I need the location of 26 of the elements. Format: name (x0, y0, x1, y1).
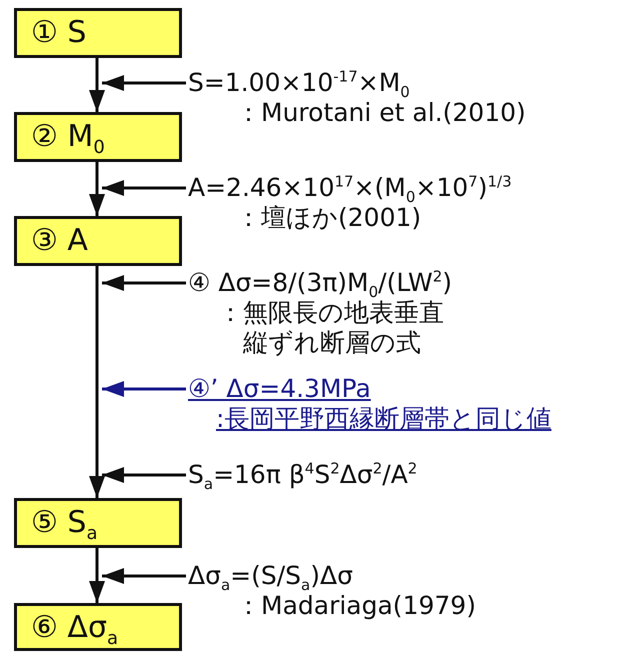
arrow (102, 568, 186, 584)
note-text: ：Madariaga(1979) (236, 591, 476, 621)
formula-text: S$_{a}$=16π β$^{4}$S$^{2}$Δσ$^{2}$/A$^{2}$ (188, 460, 418, 490)
arrow (102, 75, 186, 91)
formula-text: ④’ Δσ=4.3MPa (188, 374, 372, 404)
arrow (89, 548, 105, 603)
arrow (102, 180, 186, 196)
note-text: ：Murotani et al.(2010) (236, 98, 526, 128)
step-box: ② M$_{0}$ (14, 112, 182, 162)
note-text: :長岡平野西縁断層帯と同じ値 (216, 404, 552, 434)
step-box: ⑤ S$_{a}$ (14, 498, 182, 548)
formula-text: Δσ$_{a}$=(S/S$_{a}$)Δσ (188, 561, 354, 591)
step-box: ⑥ Δσ$_{a}$ (14, 603, 182, 651)
arrow (89, 266, 105, 498)
arrow (89, 162, 105, 216)
arrow (102, 381, 186, 397)
step-box: ① S (14, 8, 182, 58)
note-text: ：壇ほか(2001) (236, 203, 422, 233)
arrow (89, 58, 105, 112)
formula-text: ④ Δσ=8/(3π)M$_{0}$/(LW$^{2}$) (188, 268, 452, 298)
formula-text: S=1.00×10$^{-17}$×M$_{0}$ (188, 68, 411, 98)
formula-text: A=2.46×10$^{17}$×(M$_{0}$×10$^{7}$)$^{1/3}$ (188, 173, 512, 203)
note-text: ：無限長の地表垂直縦ずれ断層の式 (218, 298, 445, 358)
arrow (102, 275, 186, 291)
arrow (102, 467, 186, 483)
step-box: ③ A (14, 216, 182, 266)
